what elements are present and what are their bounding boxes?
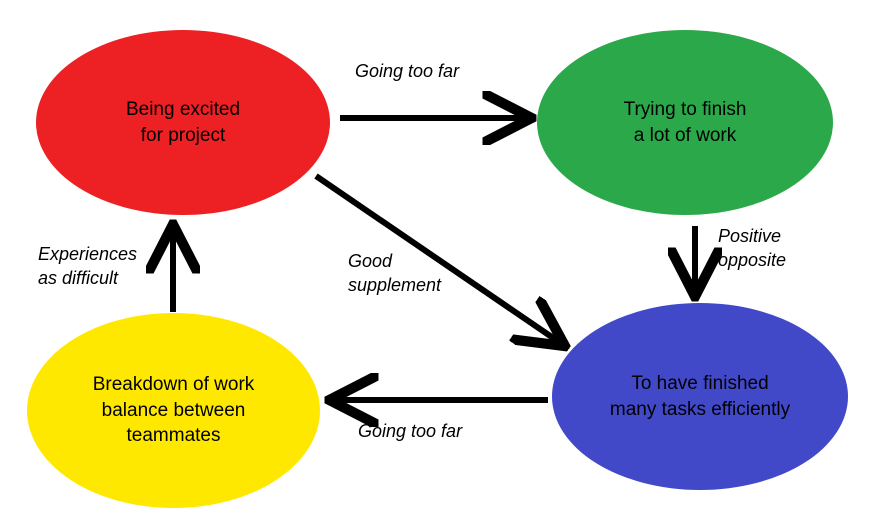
edge-label-breakdown-to-excited: Experiences as difficult [38, 244, 138, 288]
node-trying-to-finish-a-lot-of-work[interactable]: Trying to finish a lot of work [537, 30, 833, 215]
edge-label-excited-to-finish: Going too far [355, 61, 460, 81]
node-breakdown-of-work-balance[interactable]: Breakdown of work balance between teamma… [27, 313, 320, 508]
node-being-excited-for-project[interactable]: Being excited for project [36, 30, 330, 215]
edge-label-efficient-to-breakdown: Going too far [358, 421, 463, 441]
edge-label-finish-to-efficient: Positive opposite [718, 226, 787, 270]
node-label: Being excited for project [125, 98, 241, 146]
node-label: Breakdown of work balance between teamma… [92, 374, 255, 447]
node-label: Trying to finish a lot of work [623, 98, 747, 146]
node-to-have-finished-many-tasks-efficiently[interactable]: To have finished many tasks efficiently [552, 303, 848, 490]
edge-label-excited-to-efficient: Good supplement [348, 251, 442, 295]
node-label: To have finished many tasks efficiently [609, 372, 791, 420]
